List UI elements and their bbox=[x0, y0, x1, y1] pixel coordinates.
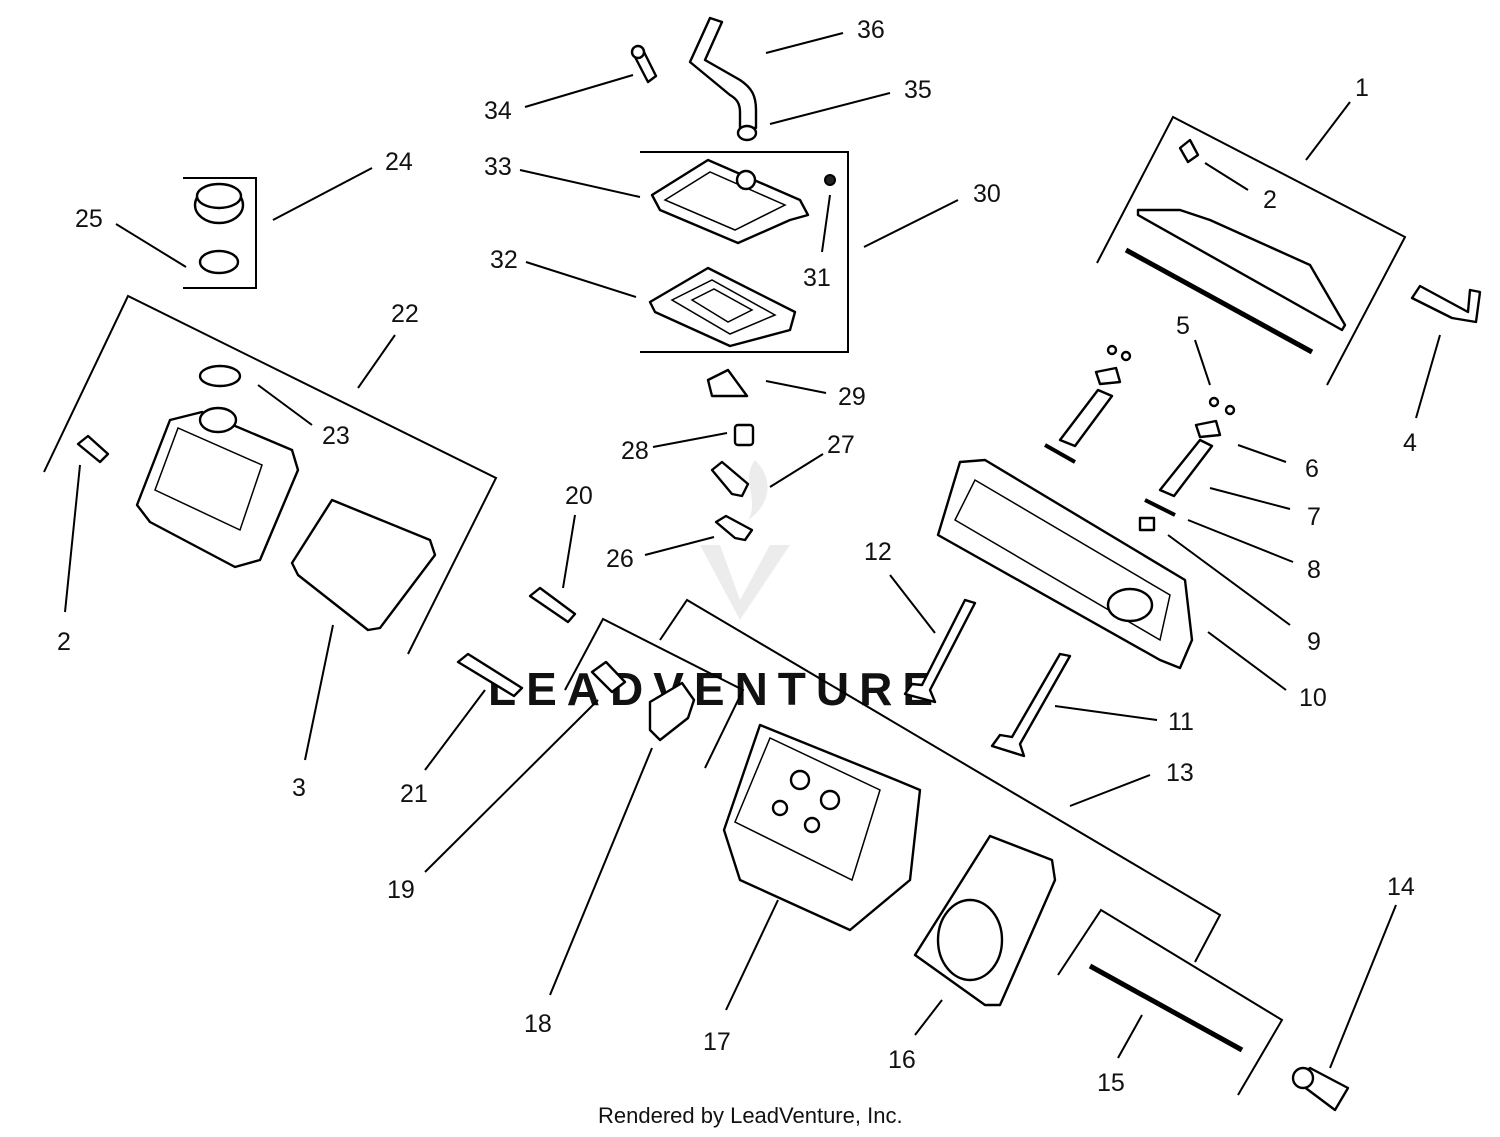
callout-22: 22 bbox=[391, 300, 419, 328]
footer-credit: Rendered by LeadVenture, Inc. bbox=[598, 1103, 903, 1128]
callout-31: 31 bbox=[803, 264, 831, 292]
callout-30: 30 bbox=[973, 180, 1001, 208]
callout-23: 23 bbox=[322, 422, 350, 450]
watermark-logo: LEADVENTURE bbox=[488, 460, 943, 715]
callout-15: 15 bbox=[1097, 1069, 1125, 1097]
callout-29: 29 bbox=[838, 383, 866, 411]
callout-25: 25 bbox=[75, 205, 103, 233]
callout-21: 21 bbox=[400, 780, 428, 808]
callout-20: 20 bbox=[565, 482, 593, 510]
callout-8: 8 bbox=[1307, 556, 1321, 584]
callout-32: 32 bbox=[490, 246, 518, 274]
callout-14: 14 bbox=[1387, 873, 1415, 901]
callout-4: 4 bbox=[1403, 429, 1417, 457]
callout-16: 16 bbox=[888, 1046, 916, 1074]
callout-35: 35 bbox=[904, 76, 932, 104]
callout-11: 11 bbox=[1168, 708, 1194, 736]
callout-34: 34 bbox=[484, 97, 512, 125]
callout-5: 5 bbox=[1176, 312, 1190, 340]
callout-33: 33 bbox=[484, 153, 512, 181]
callout-28: 28 bbox=[621, 437, 649, 465]
watermark-text: LEADVENTURE bbox=[488, 663, 943, 715]
callout-13: 13 bbox=[1166, 759, 1194, 787]
callout-17: 17 bbox=[703, 1028, 731, 1056]
callout-12: 12 bbox=[864, 538, 892, 566]
callout-1: 1 bbox=[1355, 74, 1369, 102]
callout-2-left: 2 bbox=[57, 628, 71, 656]
callout-26: 26 bbox=[606, 545, 634, 573]
breather-tube-part bbox=[688, 16, 758, 130]
callout-10: 10 bbox=[1299, 684, 1327, 712]
group-brackets bbox=[43, 115, 1407, 1096]
callout-6: 6 bbox=[1305, 455, 1319, 483]
leader-lines bbox=[64, 32, 1441, 1069]
parts bbox=[76, 16, 1482, 1112]
callout-36: 36 bbox=[857, 16, 885, 44]
callout-2-top: 2 bbox=[1263, 186, 1277, 214]
callout-3: 3 bbox=[292, 774, 306, 802]
callout-19: 19 bbox=[387, 876, 415, 904]
callout-7: 7 bbox=[1307, 503, 1321, 531]
callout-27: 27 bbox=[827, 431, 855, 459]
callout-9: 9 bbox=[1307, 628, 1321, 656]
callout-labels: 1 2 2 3 4 5 6 7 8 9 10 11 12 13 14 15 16… bbox=[57, 16, 1417, 1097]
callout-24: 24 bbox=[385, 148, 413, 176]
callout-18: 18 bbox=[524, 1010, 552, 1038]
